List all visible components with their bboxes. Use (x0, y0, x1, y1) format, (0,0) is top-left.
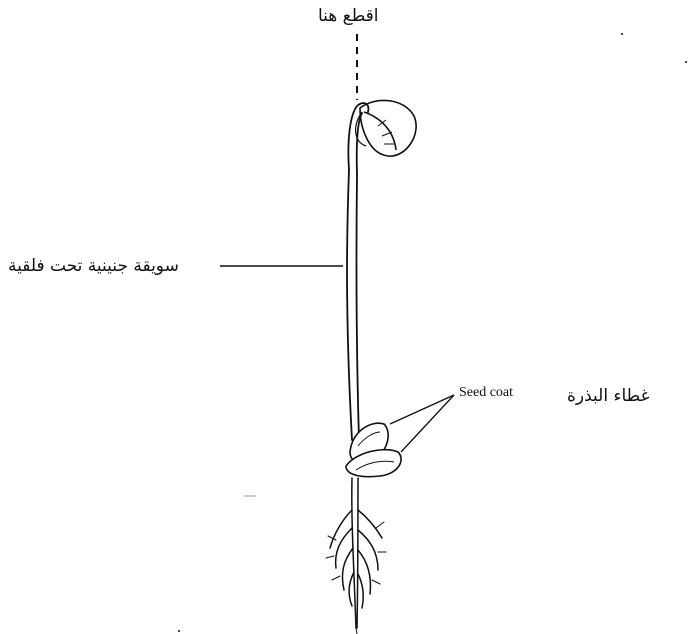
seed-coat-label-ar: غطاء البذرة (567, 386, 650, 406)
cut-here-label: اقطع هنا (318, 6, 379, 26)
seed-coat-pointer-lines (390, 395, 454, 452)
top-cotyledons (356, 100, 417, 156)
hypocotyl-stem (347, 103, 368, 440)
seed-coat-label-en: Seed coat (459, 385, 513, 401)
root-system (326, 478, 386, 634)
hypocotyl-label: سويقة جنينية تحت فلقية (8, 256, 179, 276)
scan-specks (178, 33, 687, 632)
seed-coat-halves (346, 423, 401, 476)
